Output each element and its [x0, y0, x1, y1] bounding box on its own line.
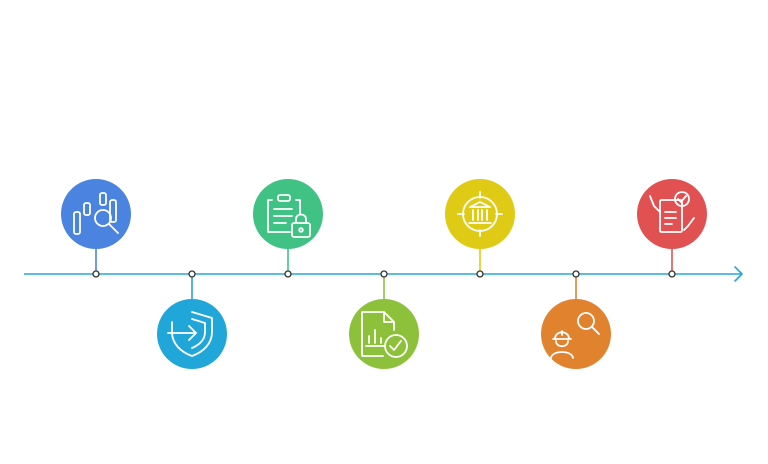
- milestone-1: [61, 179, 131, 278]
- milestone-3-node: [284, 270, 292, 278]
- milestone-2: [157, 270, 227, 369]
- milestone-7: [637, 179, 707, 278]
- milestone-5-node: [476, 270, 484, 278]
- milestone-2-node: [188, 270, 196, 278]
- signed-document-icon: [649, 191, 695, 233]
- bank-target-icon: [457, 191, 503, 237]
- report-approved-icon: [361, 311, 408, 358]
- milestone-5: [445, 179, 515, 278]
- milestone-4-node: [380, 270, 388, 278]
- data-analysis-magnifier-icon: [73, 192, 119, 235]
- milestone-3-badge: [253, 179, 323, 249]
- milestone-2-badge: [157, 299, 227, 369]
- milestone-3: [253, 179, 323, 278]
- milestone-6-node: [572, 270, 580, 278]
- milestone-4-badge: [349, 299, 419, 369]
- clipboard-lock-icon: [267, 194, 311, 238]
- milestone-4: [349, 270, 419, 369]
- milestone-7-node: [668, 270, 676, 278]
- inspector-search-icon: [550, 312, 600, 359]
- timeline-arrowhead: [734, 266, 743, 282]
- milestone-6: [541, 270, 611, 369]
- shield-entry-icon: [167, 311, 213, 357]
- milestone-5-badge: [445, 179, 515, 249]
- milestone-7-badge: [637, 179, 707, 249]
- milestone-1-node: [92, 270, 100, 278]
